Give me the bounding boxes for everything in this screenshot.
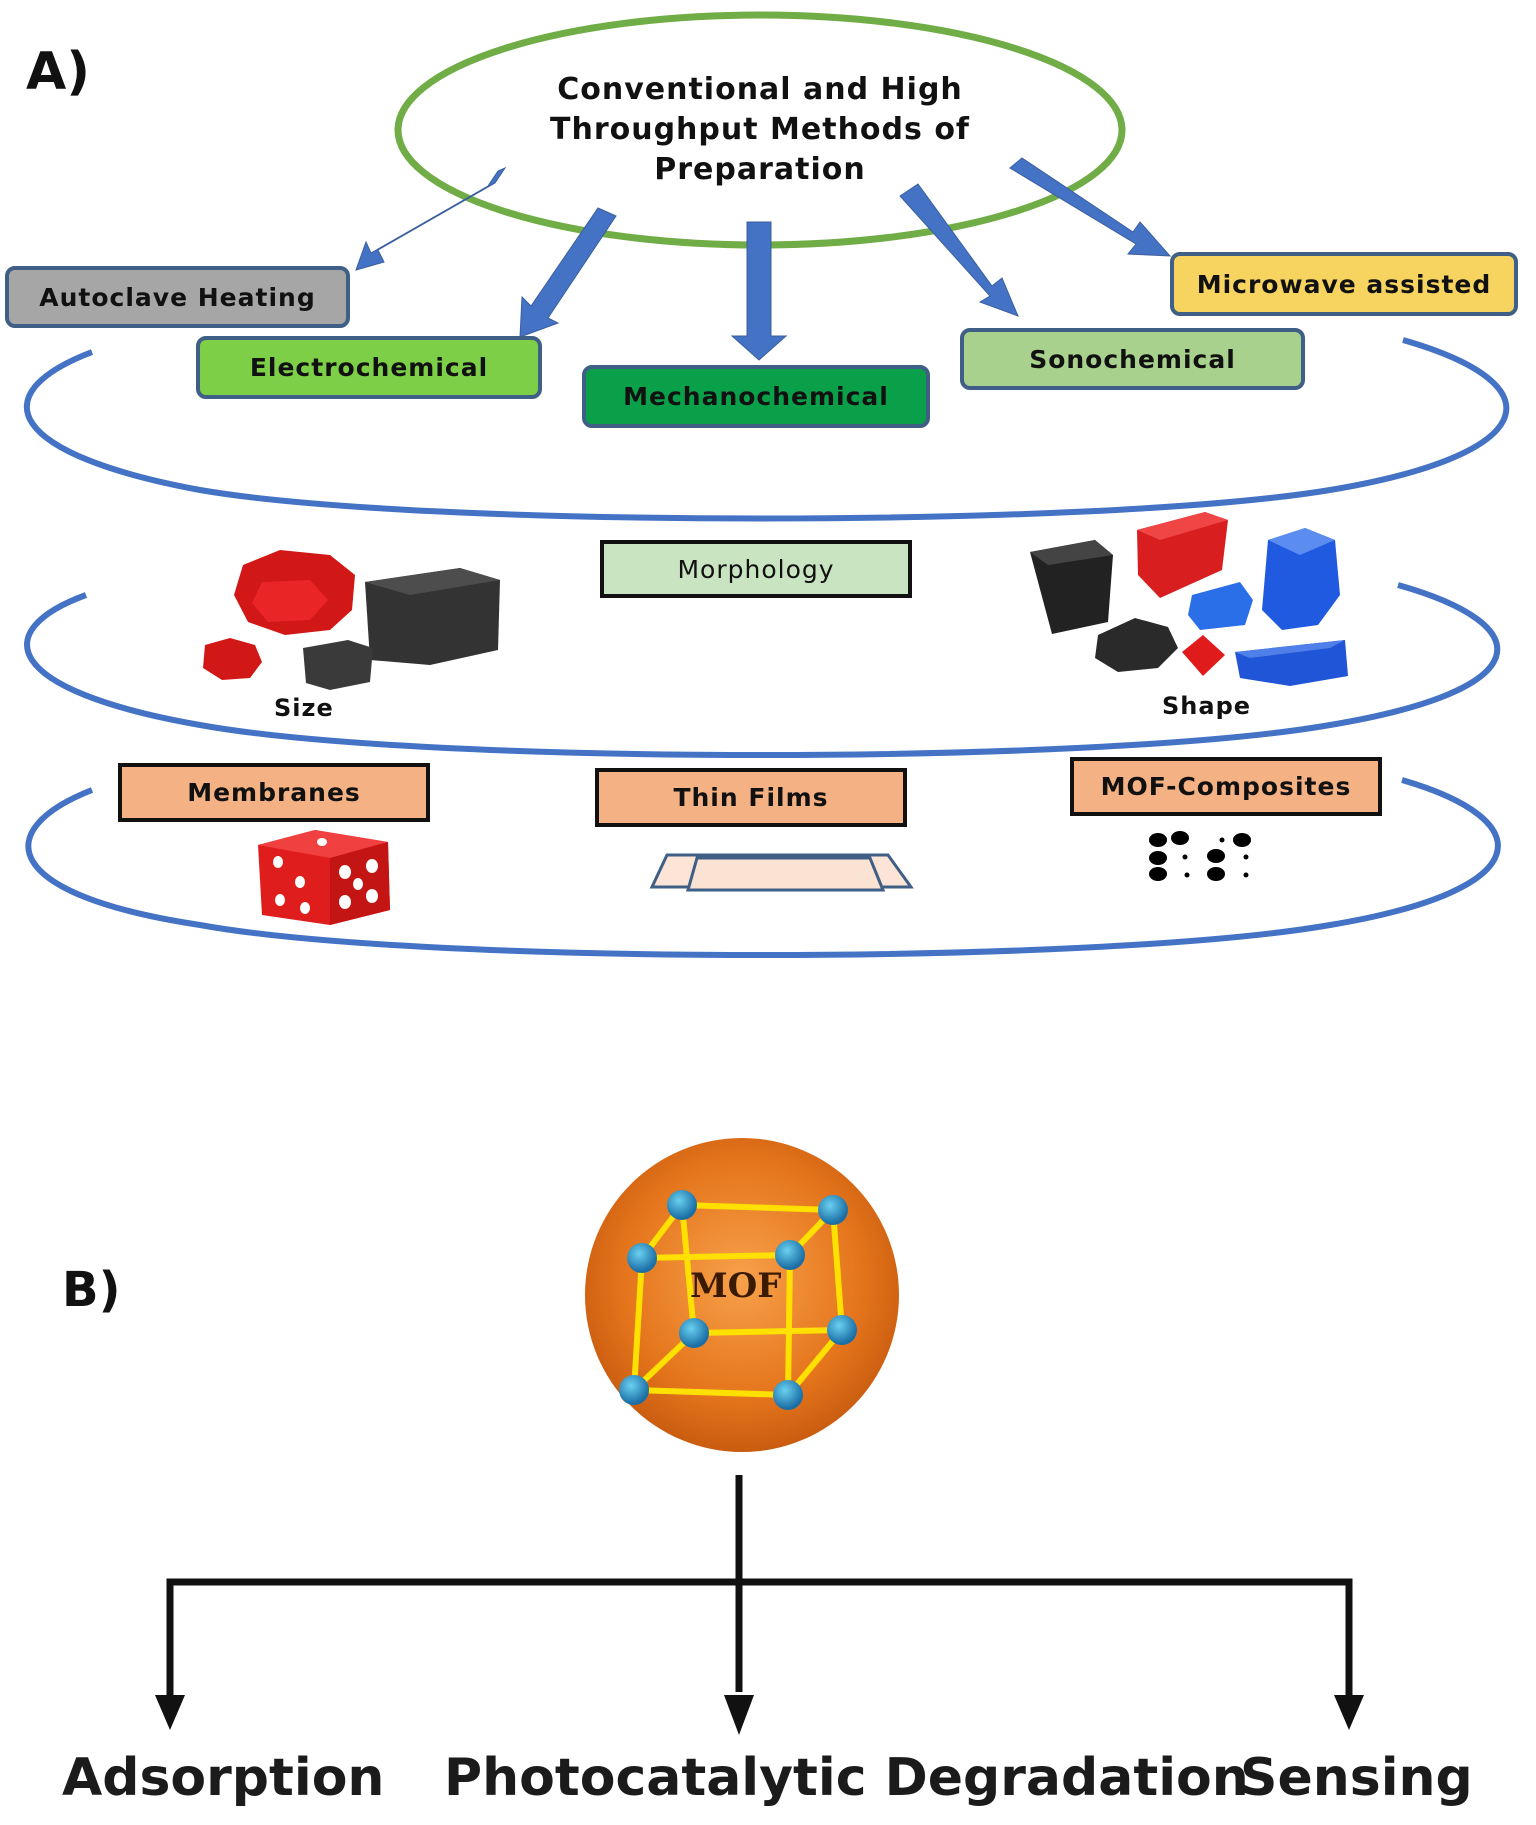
application-photocatalytic-degradation: Photocatalytic Degradation bbox=[444, 1748, 1249, 1808]
form-membranes: Membranes bbox=[118, 763, 430, 822]
panel-b-label: B) bbox=[62, 1262, 121, 1318]
forms-ring bbox=[25, 777, 1501, 958]
form-mof-composites: MOF-Composites bbox=[1070, 757, 1382, 816]
shape-crystals-graphic bbox=[1030, 512, 1348, 686]
shape-label: Shape bbox=[1162, 692, 1252, 720]
method-microwave-assisted: Microwave assisted bbox=[1170, 252, 1518, 316]
method-sonochemical: Sonochemical bbox=[960, 328, 1305, 390]
form-thin-films: Thin Films bbox=[595, 768, 907, 827]
arrow-autoclave bbox=[355, 166, 507, 271]
composite-dots-graphic bbox=[1149, 831, 1251, 881]
size-label: Size bbox=[274, 694, 334, 722]
method-arrows bbox=[355, 157, 1172, 361]
morphology-box: Morphology bbox=[600, 540, 912, 598]
mof-badge-graphic bbox=[585, 1138, 899, 1452]
dice-graphic bbox=[258, 830, 390, 925]
application-arrowheads bbox=[155, 1695, 1364, 1735]
arrow-electrochemical bbox=[519, 207, 617, 338]
application-adsorption: Adsorption bbox=[62, 1748, 385, 1808]
panel-a-label: A) bbox=[26, 42, 91, 102]
application-tree-lines bbox=[166, 1475, 1353, 1695]
size-crystals-graphic bbox=[203, 550, 500, 690]
thin-film-graphic bbox=[649, 853, 914, 892]
morphology-ring bbox=[24, 582, 1500, 758]
arrow-sonochemical bbox=[899, 183, 1019, 317]
arrow-microwave bbox=[1009, 157, 1172, 257]
application-sensing: Sensing bbox=[1240, 1748, 1473, 1808]
mof-label: MOF bbox=[690, 1266, 782, 1306]
method-electrochemical: Electrochemical bbox=[196, 336, 542, 399]
arrow-mechanochemical bbox=[730, 221, 788, 361]
methods-ring bbox=[23, 337, 1510, 522]
method-mechanochemical: Mechanochemical bbox=[582, 365, 930, 428]
preparation-methods-title: Conventional and High Throughput Methods… bbox=[550, 72, 970, 187]
method-autoclave-heating: Autoclave Heating bbox=[5, 266, 350, 328]
